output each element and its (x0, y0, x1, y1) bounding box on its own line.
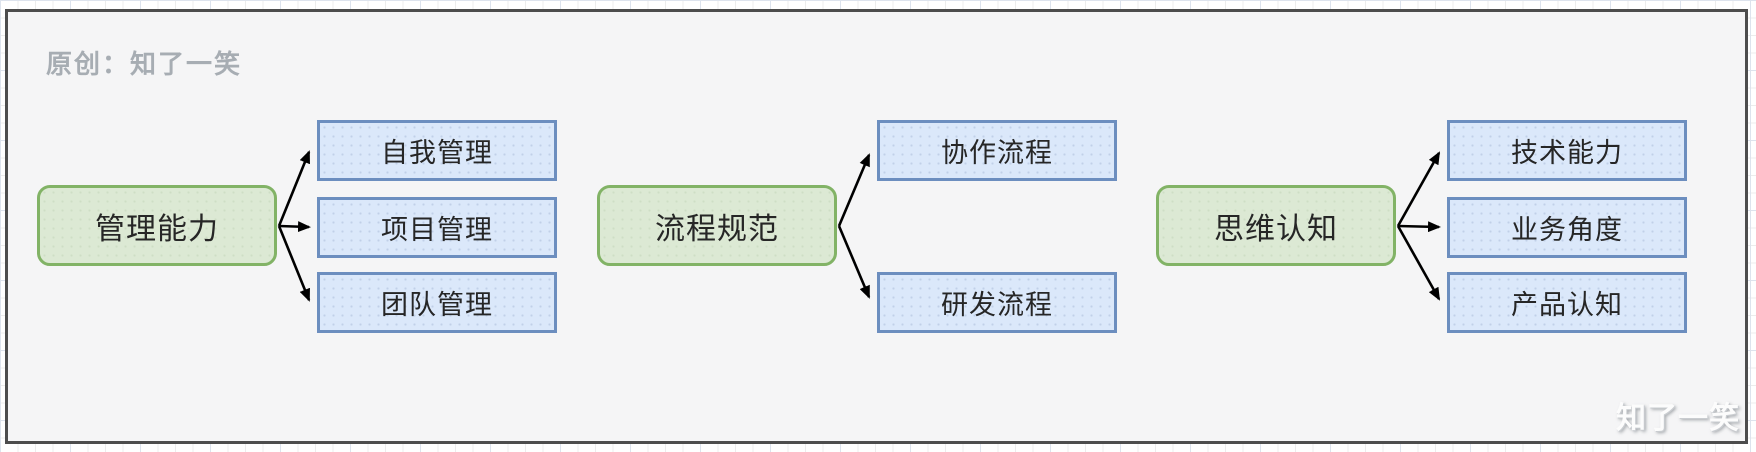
leaf-node-team-management: 团队管理 (317, 272, 557, 333)
attribution-text: 原创：知了一笑 (46, 49, 243, 79)
root-node-cognition: 思维认知 (1156, 185, 1396, 266)
leaf-node-rd-process: 研发流程 (877, 272, 1117, 333)
leaf-node-business-view: 业务角度 (1447, 197, 1687, 258)
leaf-node-tech-ability: 技术能力 (1447, 120, 1687, 181)
watermark-text: 知了一笑 (1616, 402, 1740, 435)
leaf-node-project-management: 项目管理 (317, 197, 557, 258)
root-node-process: 流程规范 (597, 185, 837, 266)
root-node-management: 管理能力 (37, 185, 277, 266)
leaf-node-collaboration-process: 协作流程 (877, 120, 1117, 181)
leaf-node-self-management: 自我管理 (317, 120, 557, 181)
leaf-node-product-cognition: 产品认知 (1447, 272, 1687, 333)
